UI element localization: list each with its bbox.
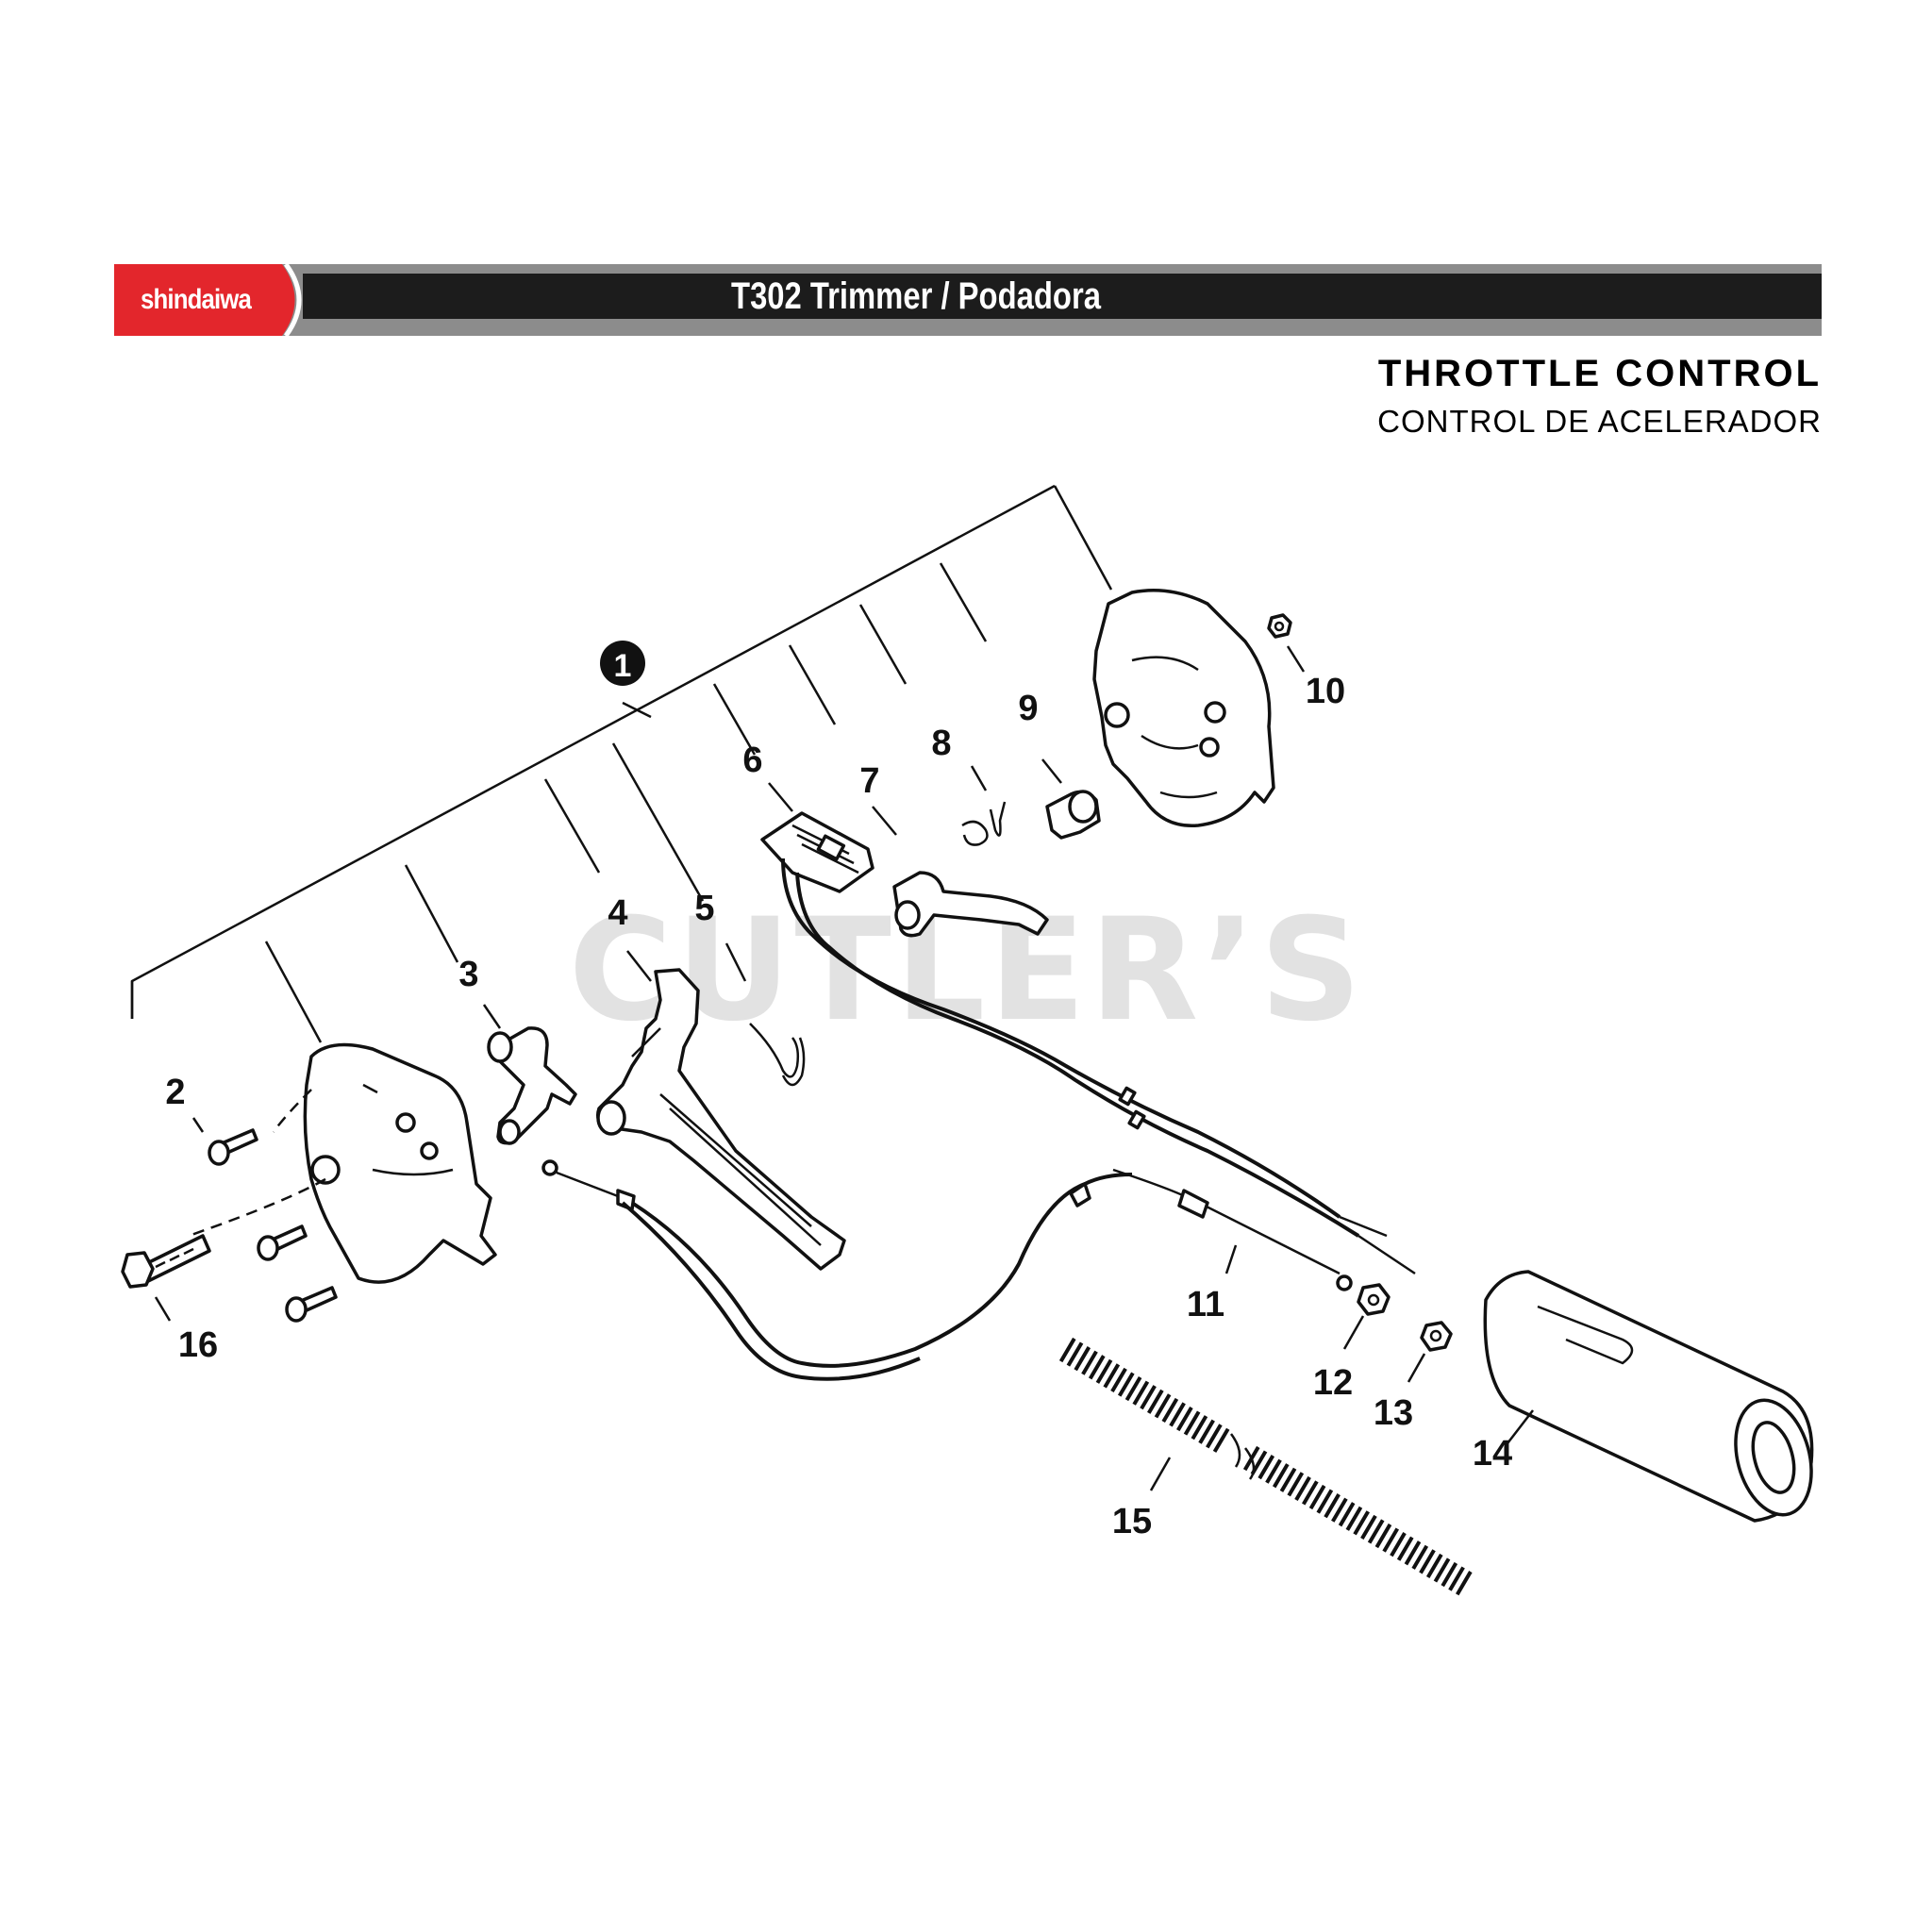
nut-part-12 (1357, 1283, 1391, 1316)
banner-black-strip (303, 274, 1822, 319)
assembly-callout-1: 1 (600, 641, 645, 686)
callout-14: 14 (1473, 1434, 1512, 1474)
brand-logo-background (114, 264, 302, 336)
callout-7: 7 (859, 761, 879, 801)
callout-13: 13 (1374, 1393, 1413, 1433)
section-subtitle: CONTROL DE ACELERADOR (1377, 404, 1822, 439)
callout-leaders (154, 645, 1534, 1491)
callout-12: 12 (1313, 1363, 1353, 1403)
throttle-cable-part-11 (541, 1159, 1353, 1381)
callout-9: 9 (1018, 689, 1038, 728)
section-title: THROTTLE CONTROL (1377, 353, 1822, 394)
lockout-lever-part-7 (892, 871, 1049, 938)
knob-part-9 (1045, 790, 1101, 840)
grip-part-14 (1483, 1270, 1814, 1523)
small-spring-part-8 (961, 801, 1007, 846)
header-banner: shindaiwa T302 Trimmer / Podadora (114, 264, 1822, 336)
callout-2: 2 (165, 1073, 185, 1112)
nut-part-10 (1267, 613, 1292, 639)
bushing-part-3 (487, 1026, 577, 1145)
screw-mid-part-2 (257, 1224, 308, 1261)
callout-16: 16 (178, 1325, 218, 1365)
screw-long-part-16 (121, 1234, 211, 1289)
stop-switch-part-6 (760, 811, 1416, 1275)
screw-low-part-2 (285, 1286, 338, 1323)
housing-right-assembly (1092, 588, 1275, 828)
brand-logo: shindaiwa (141, 284, 252, 315)
screw-top-part-2 (208, 1128, 258, 1166)
callout-4: 4 (608, 893, 627, 933)
model-title: T302 Trimmer / Podadora (731, 275, 1101, 317)
spring-part-5 (749, 1023, 806, 1087)
callout-15: 15 (1112, 1502, 1152, 1541)
callout-8: 8 (931, 724, 951, 763)
housing-left-part-2 (188, 1042, 497, 1284)
callout-11: 11 (1187, 1285, 1224, 1324)
throttle-trigger-part-4 (596, 968, 846, 1271)
callout-3: 3 (458, 955, 478, 994)
corrugated-tube-part-15 (1058, 1337, 1474, 1597)
assembly-bracket (130, 484, 1113, 1043)
callout-5: 5 (694, 889, 714, 928)
callout-10: 10 (1306, 672, 1345, 711)
svg-text:1: 1 (614, 648, 632, 684)
callout-6: 6 (742, 741, 762, 780)
nut-part-13 (1420, 1321, 1453, 1352)
